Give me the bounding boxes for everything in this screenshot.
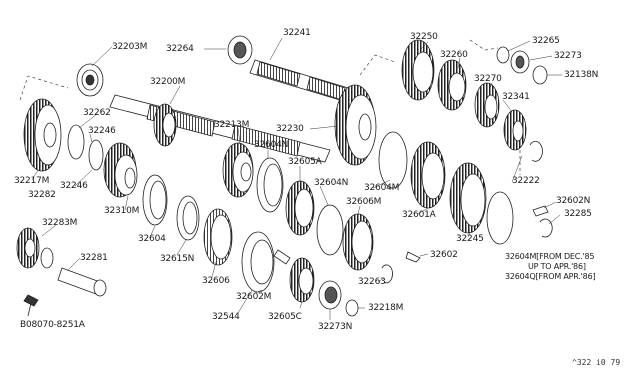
part-label-32604m-a: 32604M (364, 183, 400, 193)
gear-32250 (401, 39, 435, 101)
part-label-32544: 32544 (212, 312, 240, 322)
bearing-32273 (510, 50, 530, 74)
bearing-32203m (76, 63, 104, 97)
ring-32246 (88, 139, 104, 171)
gear-32230 (334, 84, 377, 166)
ring-32604m-a (378, 131, 408, 189)
part-label-32604n-b: 32604N (314, 178, 349, 188)
gear-32601a (410, 141, 446, 209)
part-label-32283m: 32283M (42, 218, 78, 228)
part-label-32203m: 32203M (112, 42, 148, 52)
gear-32270 (474, 82, 500, 128)
part-label-32602m: 32602M (236, 292, 272, 302)
part-label-32282: 32282 (28, 190, 56, 200)
bearing-32264 (227, 35, 253, 65)
part-label-32217m: 32217M (14, 176, 50, 186)
part-label-32605a: 32605A (288, 157, 322, 167)
ring-32285 (539, 218, 553, 238)
part-label-32602: 32602 (430, 250, 458, 260)
part-label-32222: 32222 (512, 176, 540, 186)
assembly-guides (19, 39, 521, 175)
gear-32310m (103, 142, 138, 198)
part-label-32245: 32245 (456, 234, 484, 244)
part-label-32250: 32250 (410, 32, 438, 42)
part-label-32273: 32273 (554, 51, 582, 61)
ring-32263 (381, 264, 393, 284)
ring-32604n-b (316, 204, 344, 256)
leader-lines (31, 37, 562, 320)
part-label-bolt: B08070-8251A (20, 320, 85, 330)
part-label-32265: 32265 (532, 36, 560, 46)
bolt-08070 (23, 294, 39, 317)
part-label-32241: 32241 (283, 28, 311, 38)
part-label-32270: 32270 (474, 74, 502, 84)
part-label-32246-b: 32246 (60, 181, 88, 191)
washer-32265 (496, 46, 510, 64)
part-label-32264: 32264 (166, 44, 194, 54)
part-label-32285: 32285 (564, 209, 592, 219)
part-label-32273n: 32273N (318, 322, 353, 332)
gear-32217m (23, 98, 62, 172)
gear-32213m (222, 142, 254, 198)
gear-32605c (289, 257, 315, 303)
counter-shaft (249, 59, 356, 104)
part-label-32218m: 32218M (368, 303, 404, 313)
part-label-32606m: 32606M (346, 197, 382, 207)
bushing-32282 (40, 247, 54, 269)
part-label-32604m-b: 32604M[FROM DEC.'85 (505, 252, 595, 261)
gear-32283m (16, 227, 40, 269)
ring-32544 (241, 231, 275, 293)
part-label-32213m: 32213M (214, 120, 250, 130)
key-32602m (273, 249, 291, 265)
part-label-32138n: 32138N (564, 70, 599, 80)
part-label-32604m-b-note: UP TO APR.'86] (528, 262, 586, 271)
key-32602n (532, 205, 549, 217)
part-label-32260: 32260 (440, 50, 468, 60)
part-label-32230: 32230 (276, 124, 304, 134)
diagram-reference-code: ^322 i0 79 (572, 358, 621, 367)
part-label-32200m: 32200M (150, 77, 186, 87)
part-label-32601a: 32601A (402, 210, 436, 220)
gear-32245 (449, 162, 487, 234)
part-label-32310m: 32310M (104, 206, 140, 216)
part-label-32604: 32604 (138, 234, 166, 244)
part-label-32341: 32341 (502, 92, 530, 102)
ring-32604 (142, 174, 168, 226)
ring-32615n (176, 195, 200, 241)
snap-ring-32222 (529, 140, 543, 162)
part-label-32615n: 32615N (160, 254, 195, 264)
part-label-32604n-a: 32604N (254, 140, 289, 150)
part-label-32605c: 32605C (268, 312, 302, 322)
sleeve-32606m (342, 213, 374, 271)
part-label-32262: 32262 (83, 108, 111, 118)
ring-32262 (67, 124, 85, 160)
bearing-32273n (318, 280, 342, 310)
synchro-32605a (285, 180, 315, 236)
washer-32218m (345, 299, 359, 317)
part-label-32281: 32281 (80, 253, 108, 263)
ring-32604n-a (256, 157, 284, 213)
clip-32602 (405, 251, 421, 263)
part-label-32602n: 32602N (556, 196, 591, 206)
part-label-32604q: 32604Q[FROM APR.'86] (505, 272, 596, 281)
part-label-32246-a: 32246 (88, 126, 116, 136)
ring-32606 (203, 208, 233, 266)
shaft-32281 (57, 267, 107, 297)
part-label-32606: 32606 (202, 276, 230, 286)
ring-32604m-b (486, 191, 514, 245)
gear-32260 (437, 59, 467, 111)
gear-32341 (503, 109, 527, 151)
gear-32200m (153, 103, 177, 147)
part-label-32263: 32263 (358, 277, 386, 287)
ring-32138n (532, 65, 548, 85)
